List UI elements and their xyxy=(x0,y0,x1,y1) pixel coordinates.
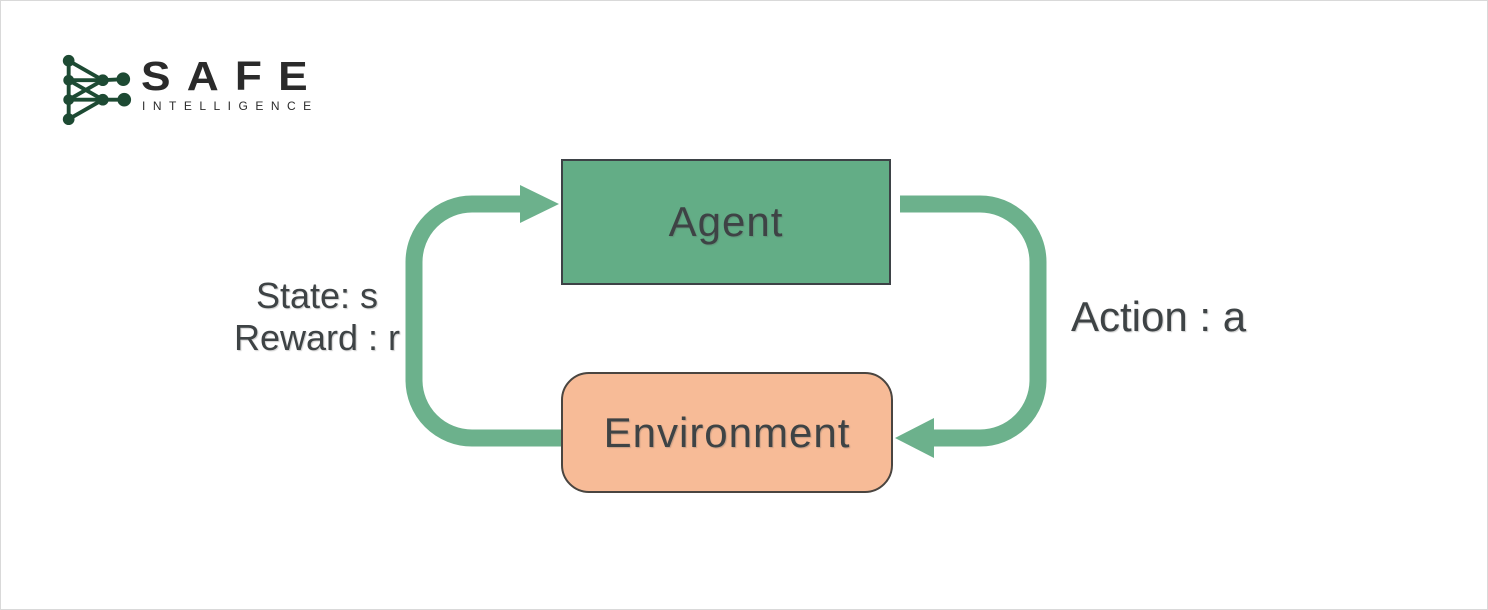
environment-node: Environment xyxy=(561,372,893,493)
action-arrowhead xyxy=(895,418,934,458)
agent-node: Agent xyxy=(561,159,891,285)
brand-tagline: INTELLIGENCE xyxy=(142,99,319,113)
state-reward-arrowhead xyxy=(520,185,559,223)
brand-name: SAFE xyxy=(141,53,324,99)
state-reward-edge-label: State: s Reward : r xyxy=(227,275,407,359)
agent-node-label: Agent xyxy=(668,198,784,245)
reward-label-line: Reward : r xyxy=(233,317,401,358)
state-reward-arrow-path xyxy=(405,195,564,447)
environment-node-label: Environment xyxy=(603,408,851,456)
brand-logo: SAFE INTELLIGENCE xyxy=(56,46,366,131)
state-label-line: State: s xyxy=(255,275,379,316)
action-arrow-path xyxy=(900,195,1047,447)
action-edge-label: Action : a xyxy=(1071,293,1247,340)
network-graph-icon xyxy=(62,54,132,126)
